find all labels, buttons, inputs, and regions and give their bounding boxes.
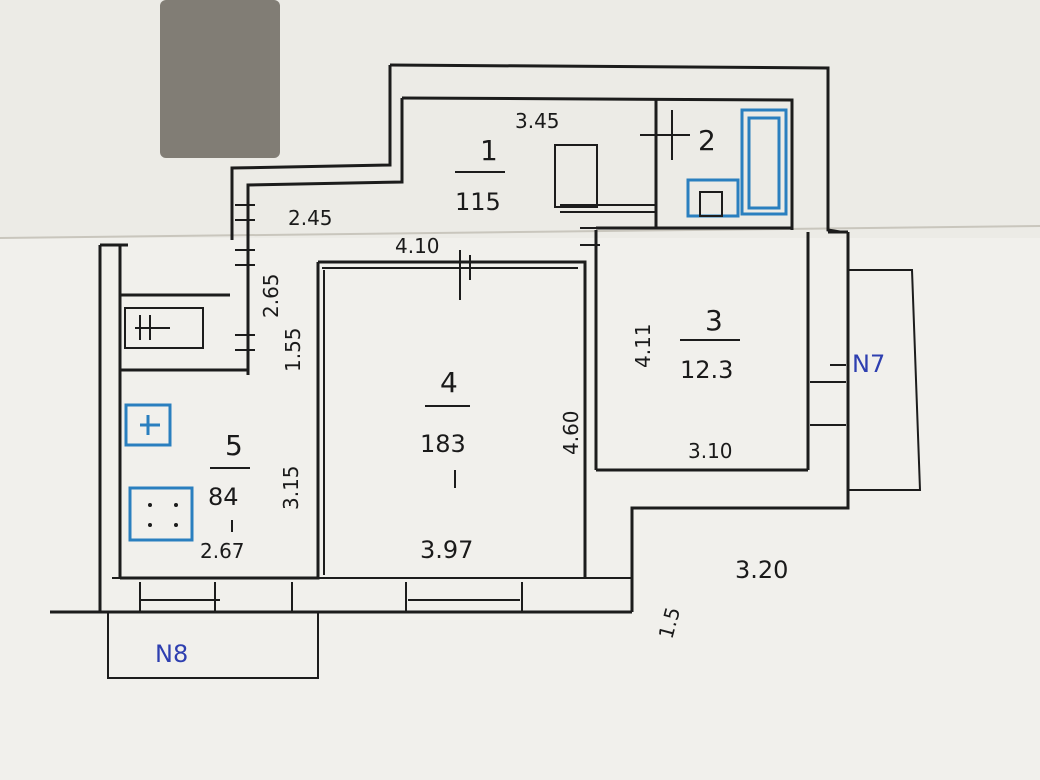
bath-inner-icon	[747, 116, 781, 210]
stove-icon	[128, 486, 194, 542]
room-4-number: 4	[440, 366, 458, 399]
dim-pantry-1: 2.65	[259, 273, 283, 318]
lower-paper	[0, 238, 1040, 780]
dim-pantry-2: 1.55	[281, 327, 305, 372]
room-2-number: 2	[698, 124, 716, 157]
room-5-area: 84	[208, 483, 239, 511]
sink-icon	[124, 403, 172, 447]
wall-ticks	[235, 110, 846, 426]
room-labels: 1 115 2 3 12.3 4 183 5 84	[208, 124, 740, 532]
dim-hall-width: 3.45	[515, 109, 560, 133]
interior-walls	[112, 100, 810, 612]
dim-balcony-length: 3.20	[735, 556, 788, 584]
dim-kitchen-width: 2.67	[200, 539, 245, 563]
room-1-area: 115	[455, 188, 501, 216]
kitchen-fixtures	[124, 307, 204, 542]
balcony-n7-label: N7	[852, 350, 885, 378]
room-3-area: 12.3	[680, 356, 733, 384]
storage-unit	[124, 307, 204, 349]
room-5-number: 5	[225, 429, 243, 462]
balcony-n8-outline	[107, 612, 319, 679]
dim-kitchen-depth: 3.15	[279, 465, 303, 510]
bathtub-icon	[740, 108, 788, 216]
dim-room4-depth: 4.60	[559, 410, 583, 455]
bathroom-fixtures	[686, 108, 788, 218]
dim-room3-depth: 4.11	[631, 323, 655, 368]
hall-closet	[554, 144, 598, 208]
room-3-number: 3	[705, 304, 723, 337]
balconies	[107, 269, 922, 679]
room-1-number: 1	[480, 134, 498, 167]
dim-corridor: 2.45	[288, 206, 333, 230]
outer-walls	[50, 63, 850, 614]
balcony-n7-outline	[848, 269, 922, 491]
dim-room4-width-top: 4.10	[395, 234, 440, 258]
room-4-area: 183	[420, 430, 466, 458]
toilet-icon	[699, 191, 723, 217]
dim-room4-width: 3.97	[420, 536, 473, 564]
shadow-blot	[160, 0, 280, 158]
balcony-n8-label: N8	[155, 640, 188, 668]
paper-fold	[0, 225, 1040, 239]
dim-room3-width: 3.10	[688, 439, 733, 463]
